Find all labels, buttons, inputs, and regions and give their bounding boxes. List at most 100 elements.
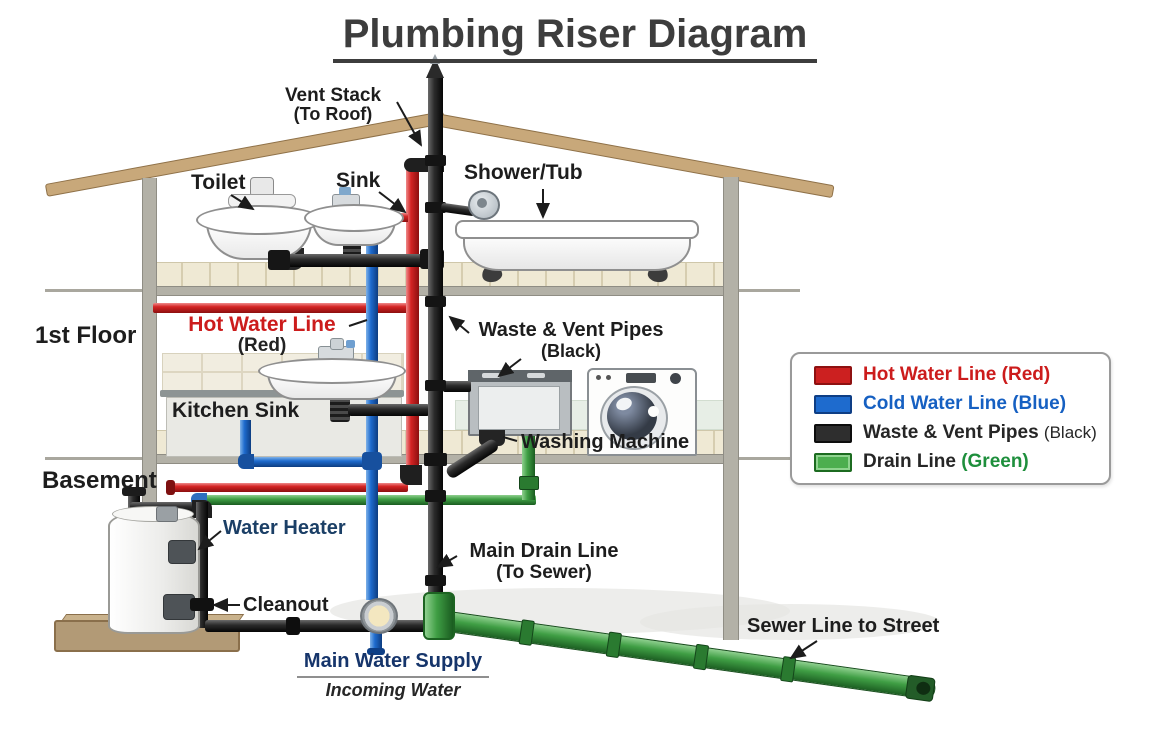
hot-water-line-label-line2: (Red)	[237, 335, 287, 356]
kitchen-sink-trap	[330, 396, 350, 422]
hot-water-basement-pipe	[172, 483, 408, 492]
cleanout-fitting	[190, 598, 214, 611]
toilet-label: Toilet	[191, 171, 246, 194]
water-heater-top	[112, 506, 194, 522]
laundry-box-basin	[478, 386, 560, 430]
legend-label: Drain Line (Green)	[863, 451, 1029, 473]
washing-machine-knob	[670, 373, 681, 384]
heater-panel	[163, 594, 195, 620]
floor-line-left	[45, 457, 142, 460]
page-title: Plumbing Riser Diagram	[0, 12, 1150, 63]
legend-label-main: Waste & Vent Pipes	[863, 422, 1039, 443]
vent-stack-label-line2: (To Roof)	[293, 104, 373, 124]
legend-swatch-red	[814, 365, 852, 385]
pipe-coupling	[425, 155, 446, 166]
heater-panel	[168, 540, 196, 564]
heater-inlet-cap	[122, 487, 146, 496]
pipe-coupling	[425, 202, 446, 213]
hot-water-line-label-line1: Hot Water Line	[188, 313, 336, 336]
ground-shadow	[640, 604, 940, 640]
pipe-fitting	[268, 250, 290, 270]
laundry-box-slot	[482, 373, 500, 378]
washing-machine-label: Washing Machine	[521, 431, 690, 453]
legend-row-cold-water: Cold Water Line (Blue)	[814, 393, 1109, 415]
first-floor-label: 1st Floor	[35, 322, 137, 349]
kitchen-sink-rim	[258, 358, 406, 384]
legend-box: Hot Water Line (Red) Cold Water Line (Bl…	[790, 352, 1111, 485]
main-drain-label-line2: (To Sewer)	[496, 562, 592, 583]
pipe-coupling	[605, 631, 623, 659]
pipe-coupling	[779, 656, 797, 683]
cold-water-elbow	[238, 454, 254, 469]
legend-label: Cold Water Line (Blue)	[863, 393, 1066, 415]
legend-label-main: Drain Line	[863, 451, 956, 472]
legend-label-suffix: (Red)	[1001, 364, 1051, 385]
washing-machine-display	[626, 373, 656, 383]
laundry-vent-pipe	[443, 381, 471, 392]
water-meter	[360, 598, 398, 634]
cold-water-branch-riser	[240, 420, 251, 466]
floor-line-right	[737, 289, 800, 292]
pipe-coupling	[425, 575, 446, 586]
legend-label: Hot Water Line (Red)	[863, 364, 1050, 386]
right-wall	[723, 177, 739, 640]
waste-vent-label-line2: (Black)	[540, 341, 602, 361]
tub-body	[463, 233, 691, 271]
shower-head-center	[477, 198, 487, 208]
basement-waste-pipe	[205, 620, 440, 632]
pipe-coupling	[286, 617, 300, 635]
legend-label-suffix: (Green)	[961, 451, 1029, 472]
pipe-coupling	[425, 296, 446, 307]
legend-label: Waste & Vent Pipes (Black)	[863, 422, 1097, 444]
tub-rim	[455, 220, 699, 239]
main-drain-label: Main Drain Line (To Sewer)	[448, 541, 640, 584]
page-title-text: Plumbing Riser Diagram	[332, 12, 818, 63]
hot-water-2nd-floor-pipe	[153, 303, 411, 313]
bath-sink-rim	[304, 204, 404, 232]
basement-label: Basement	[42, 467, 157, 494]
toilet-bowl-rim	[196, 205, 322, 235]
water-heater-label: Water Heater	[223, 517, 346, 539]
main-supply-cap	[367, 648, 385, 655]
kitchen-sink-label: Kitchen Sink	[172, 399, 300, 422]
hot-water-bottom-elbow	[400, 465, 422, 485]
cleanout-label: Cleanout	[243, 594, 329, 616]
pipe-coupling	[425, 380, 446, 391]
pipe-coupling	[425, 490, 446, 502]
kitchen-drain-pipe	[348, 404, 430, 416]
sewer-line-label: Sewer Line to Street	[747, 615, 940, 637]
legend-row-drain: Drain Line (Green)	[814, 451, 1109, 473]
hot-water-pipe-cap	[166, 480, 175, 495]
shower-tub-label: Shower/Tub	[464, 161, 583, 184]
legend-swatch-green	[814, 452, 852, 472]
washing-machine-button	[596, 375, 601, 380]
washing-machine-door-notch	[648, 406, 659, 417]
main-water-supply-underline	[297, 676, 489, 678]
floor-line-right	[737, 457, 800, 460]
washing-machine-button	[606, 375, 611, 380]
laundry-box-slot	[527, 373, 545, 378]
bath-sink-faucet-handle	[339, 187, 351, 195]
shower-head	[468, 190, 500, 220]
roof-right-panel	[428, 112, 835, 199]
hot-water-line-label: Hot Water Line (Red)	[172, 314, 352, 356]
legend-label-suffix: (Black)	[1043, 423, 1097, 442]
cold-water-tee	[362, 452, 382, 470]
pipe-coupling	[518, 619, 535, 646]
pipe-coupling	[692, 643, 710, 671]
vent-stack-label-line1: Vent Stack	[284, 85, 382, 106]
cold-water-branch-pipe	[243, 457, 368, 467]
pipe-coupling	[519, 476, 539, 490]
sewer-tee-fitting	[423, 592, 455, 640]
waste-vent-label-line1: Waste & Vent Pipes	[478, 319, 664, 341]
legend-row-hot-water: Hot Water Line (Red)	[814, 364, 1109, 386]
kitchen-faucet-spout	[330, 338, 344, 350]
sink-label: Sink	[336, 169, 381, 192]
legend-label-suffix: (Blue)	[1012, 393, 1067, 414]
waste-vent-label: Waste & Vent Pipes (Black)	[462, 320, 680, 362]
legend-swatch-blue	[814, 394, 852, 414]
bath-drain-pipe	[288, 254, 430, 267]
heater-valve	[156, 506, 178, 522]
hot-water-riser	[406, 170, 419, 470]
